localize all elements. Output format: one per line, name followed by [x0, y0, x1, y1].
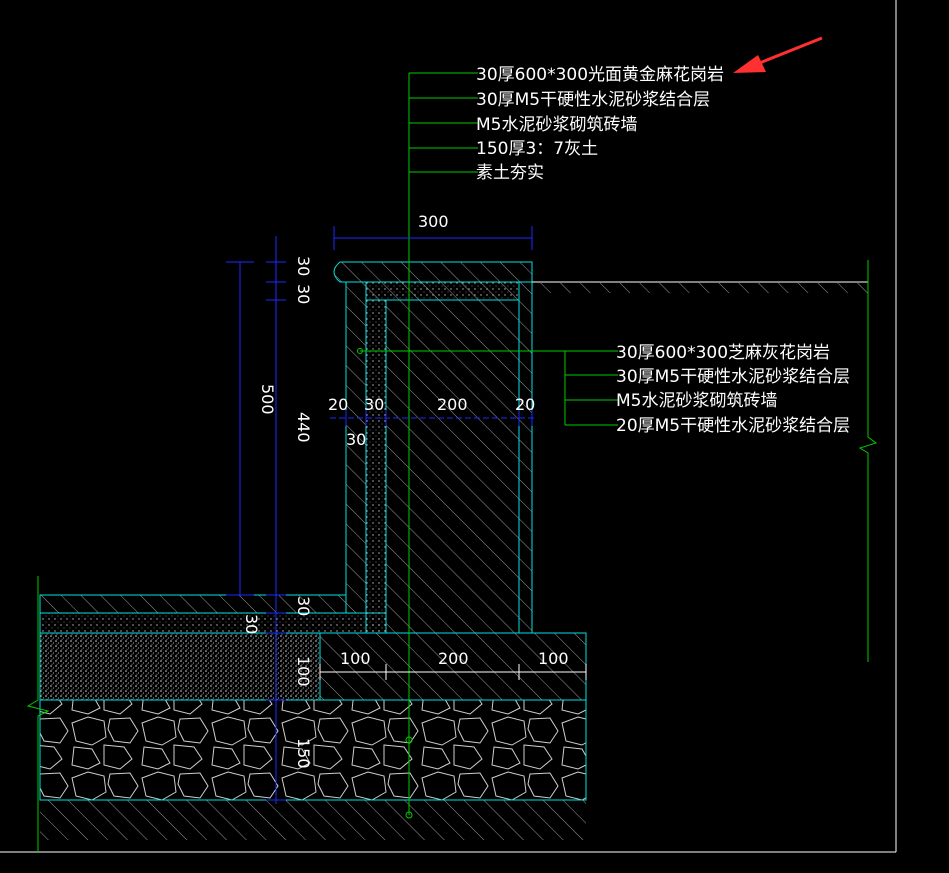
- brick-wall: [385, 299, 520, 634]
- dim-footing-200: 200: [438, 649, 469, 668]
- dim-floor-150: 150: [294, 738, 313, 769]
- floor-mortar: [39, 612, 387, 634]
- right-callout-2: 30厚M5干硬性水泥砂浆结合层: [616, 367, 850, 387]
- right-callout-4: 20厚M5干硬性水泥砂浆结合层: [616, 416, 850, 436]
- concrete-base-left: [39, 632, 321, 701]
- dim-wall-30-left: 30: [364, 395, 384, 414]
- dim-wall-20-left: 20: [328, 395, 348, 414]
- cap-stone: [333, 261, 533, 283]
- dim-wall-30-below: 30: [346, 430, 366, 449]
- dim-footing-100-left: 100: [340, 649, 371, 668]
- dim-floor-100: 100: [294, 656, 313, 687]
- footing-dimension: [319, 664, 587, 680]
- top-callout-4: 150厚3：7灰土: [476, 139, 598, 159]
- dim-wall-200: 200: [437, 395, 468, 414]
- top-callout-1: 30厚600*300光面黄金麻花岗岩: [476, 65, 724, 85]
- dim-cap-30-a: 30: [294, 256, 313, 276]
- dim-cap-30-b: 30: [294, 284, 313, 304]
- dim-wall-20-right: 20: [515, 395, 535, 414]
- right-callout-1: 30厚600*300芝麻灰花岗岩: [616, 343, 830, 363]
- top-callout-ticks: [409, 72, 478, 173]
- right-callout-3: M5水泥砂浆砌筑砖墙: [616, 391, 777, 411]
- dim-height-500: 500: [258, 384, 277, 415]
- dim-height-440: 440: [294, 412, 313, 443]
- top-callout-2: 30厚M5干硬性水泥砂浆结合层: [476, 90, 710, 110]
- dim-floor-30-a: 30: [294, 596, 313, 616]
- right-ground-hatch: [532, 283, 868, 293]
- red-arrow-icon: [733, 36, 823, 73]
- dim-floor-30-b: 30: [242, 614, 261, 634]
- top-callout-3: M5水泥砂浆砌筑砖墙: [476, 115, 637, 135]
- dimension-lines: [226, 226, 536, 804]
- top-callout-5: 素土夯实: [476, 163, 544, 183]
- soil-hatch: [40, 800, 586, 840]
- dim-top-width: 300: [418, 212, 449, 231]
- dim-footing-100-right: 100: [538, 649, 569, 668]
- rubble-layer: [39, 699, 587, 801]
